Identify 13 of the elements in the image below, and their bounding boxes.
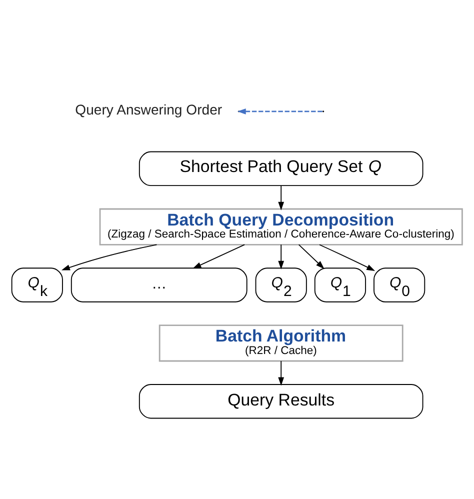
label: Query Answering Order <box>75 101 222 118</box>
arrow <box>278 244 284 269</box>
arrow <box>61 244 158 270</box>
node-box: Shortest Path Query Set Q <box>138 150 424 186</box>
arrow <box>278 360 284 386</box>
node-box: Batch Query Decomposition (Zigzag / Search-Space Estimation / Coherence-Aware Co-clustering) <box>99 208 463 245</box>
node-box: Query Results <box>138 384 424 418</box>
node-box: Batch Algorithm (R2R / Cache) <box>158 324 404 362</box>
node-box: … <box>70 267 248 302</box>
arrow <box>278 184 284 210</box>
arrow <box>298 244 324 268</box>
arrow <box>192 244 245 268</box>
arrow <box>319 244 376 271</box>
